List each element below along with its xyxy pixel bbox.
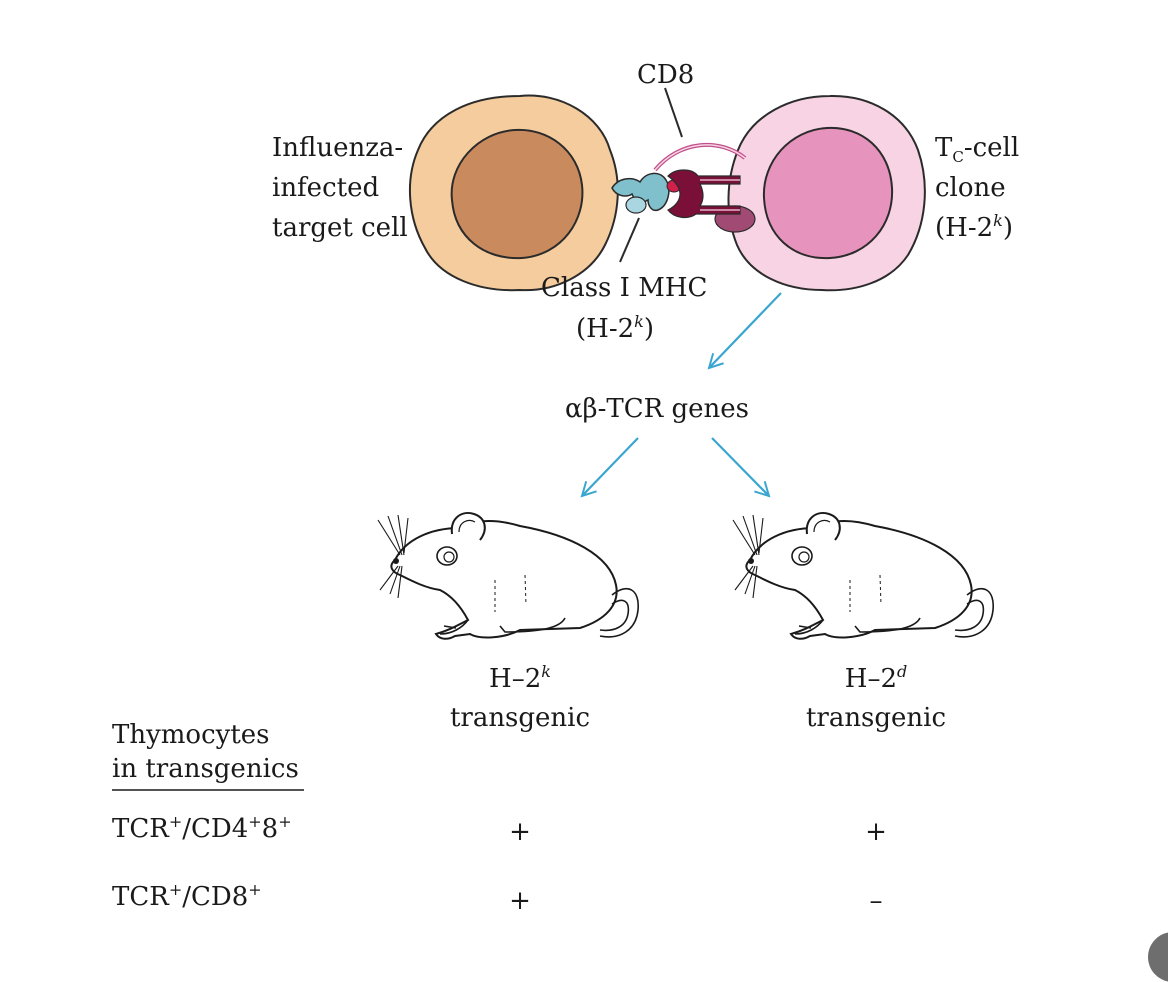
arrow-genes-to-mouse-k bbox=[580, 437, 639, 498]
table-row-2-h2k: + bbox=[509, 886, 531, 916]
tc-cell bbox=[714, 94, 926, 292]
target-cell-label-line1: Influenza- bbox=[272, 133, 404, 163]
arrow-tc-to-genes bbox=[707, 292, 782, 370]
tcr-genes-label: αβ-TCR genes bbox=[565, 394, 749, 424]
target-cell-label-line2: infected bbox=[272, 173, 380, 203]
table-row-1-h2d: + bbox=[865, 817, 887, 847]
mouse-d-haplotype: H–2d bbox=[844, 662, 908, 695]
table-row-2-h2d: – bbox=[869, 886, 883, 916]
mouse-h2d-illustration bbox=[732, 511, 995, 640]
mouse-h2k-illustration bbox=[377, 512, 639, 640]
mouse-k-transgenic-label: transgenic bbox=[449, 703, 591, 733]
synapse-molecules bbox=[611, 142, 747, 219]
tc-cell-label-line1: TC-cell bbox=[935, 133, 1020, 166]
mouse-d-transgenic-label: transgenic bbox=[805, 703, 947, 733]
table-row-2-name: TCR+/CD8+ bbox=[112, 880, 262, 913]
table-header-line2: in transgenics bbox=[112, 754, 299, 784]
diagram-graphics bbox=[112, 87, 995, 791]
tcr-molecule bbox=[667, 169, 741, 219]
table-row-1-name: TCR+/CD4+8+ bbox=[112, 812, 292, 845]
target-cell-label-line3: target cell bbox=[272, 213, 408, 243]
target-cell bbox=[409, 94, 619, 292]
cd8-leader-line bbox=[664, 87, 683, 138]
class-i-mhc-molecule bbox=[611, 172, 670, 212]
cd8-label: CD8 bbox=[637, 60, 695, 90]
mhc-label-line1: Class I MHC bbox=[541, 273, 708, 303]
tc-cell-label-line3: (H-2k) bbox=[935, 211, 1014, 244]
mhc-leader-line bbox=[619, 217, 640, 263]
arrow-genes-to-mouse-d bbox=[711, 437, 771, 498]
tc-cell-nucleus bbox=[762, 126, 894, 260]
mhc-label-line2: (H-2k) bbox=[576, 312, 655, 345]
mouse-k-haplotype: H–2k bbox=[489, 662, 551, 695]
target-cell-nucleus bbox=[450, 128, 584, 260]
tc-cell-label-line2: clone bbox=[935, 173, 1006, 203]
table-header-line1: Thymocytes bbox=[112, 720, 270, 750]
table-row-1-h2k: + bbox=[509, 817, 531, 847]
